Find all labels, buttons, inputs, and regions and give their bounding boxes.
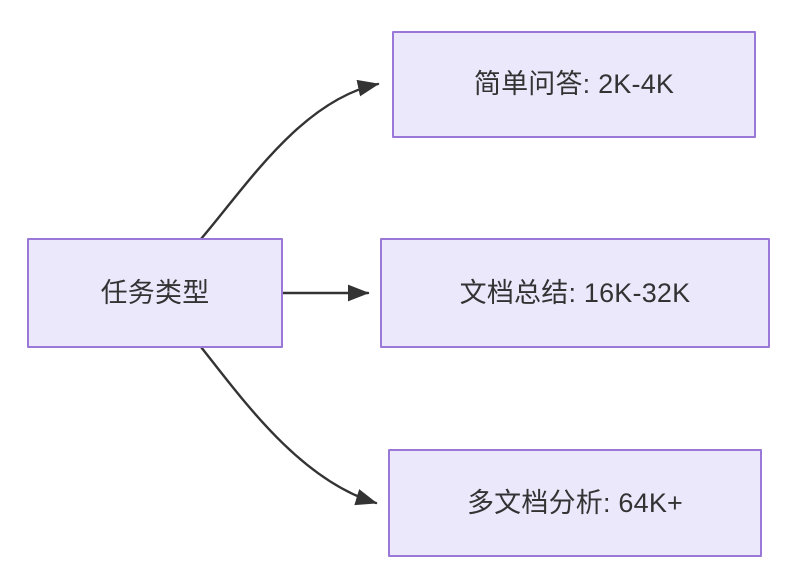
node-task-type-label: 任务类型 — [100, 277, 210, 308]
node-simple-qa[interactable]: 简单问答: 2K-4K — [392, 31, 756, 138]
edge-task-type-to-multi-doc — [199, 345, 378, 506]
node-simple-qa-label: 简单问答: 2K-4K — [473, 69, 675, 100]
node-multi-doc-label: 多文档分析: 64K+ — [466, 487, 683, 518]
edge-task-type-to-simple-qa — [199, 79, 380, 241]
node-doc-summary-label: 文档总结: 16K-32K — [459, 277, 691, 308]
node-task-type[interactable]: 任务类型 — [27, 238, 283, 348]
node-multi-doc[interactable]: 多文档分析: 64K+ — [388, 449, 762, 557]
node-doc-summary[interactable]: 文档总结: 16K-32K — [380, 238, 770, 348]
